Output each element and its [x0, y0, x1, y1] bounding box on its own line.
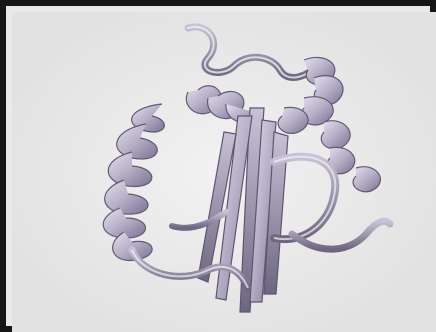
image-panel: [12, 12, 436, 332]
protein-ribbon-image: [12, 12, 436, 332]
